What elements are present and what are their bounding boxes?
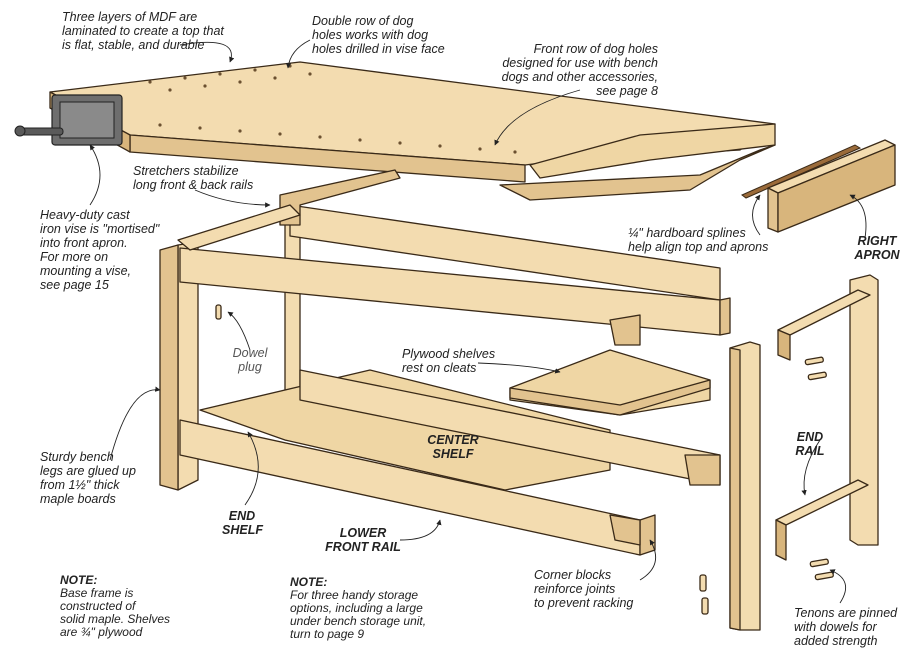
right-apron bbox=[767, 139, 896, 233]
note-storage: NOTE: For three handy storage options, i… bbox=[290, 575, 427, 641]
note-base-frame: NOTE: Base frame is constructed of solid… bbox=[60, 573, 171, 639]
label-corner-blocks: Corner blocks reinforce joints to preven… bbox=[534, 568, 634, 610]
label-lower-front-rail: LOWER FRONT RAIL bbox=[325, 526, 401, 554]
note-heading: NOTE: bbox=[60, 573, 98, 587]
label-end-shelf: END SHELF bbox=[222, 509, 263, 537]
label-plywood-shelves: Plywood shelves rest on cleats bbox=[402, 347, 496, 375]
label-splines: ¼" hardboard splines help align top and … bbox=[628, 226, 769, 254]
label-tenons: Tenons are pinned with dowels for added … bbox=[794, 606, 898, 648]
dowels bbox=[215, 304, 834, 615]
vise bbox=[14, 94, 123, 146]
label-mdf-top: Three layers of MDF are laminated to cre… bbox=[62, 10, 224, 52]
label-front-row: Front row of dog holes designed for use … bbox=[501, 42, 658, 98]
label-end-rail: END RAIL bbox=[795, 430, 825, 458]
hardboard-spline bbox=[741, 144, 862, 199]
label-double-row: Double row of dog holes works with dog h… bbox=[312, 14, 445, 56]
note-heading: NOTE: bbox=[290, 575, 328, 589]
leader-lines bbox=[89, 39, 867, 604]
right-end-assembly bbox=[215, 274, 879, 631]
label-dowel-plug: Dowel plug bbox=[232, 346, 268, 374]
base-frame bbox=[159, 169, 731, 556]
label-right-apron: RIGHT APRON bbox=[854, 234, 900, 262]
label-vise: Heavy-duty cast iron vise is "mortised" … bbox=[40, 208, 160, 292]
label-legs: Sturdy bench legs are glued up from 1½" … bbox=[40, 450, 136, 506]
label-center-shelf: CENTER SHELF bbox=[427, 433, 479, 461]
plywood-shelf-piece bbox=[509, 349, 711, 416]
label-stretchers: Stretchers stabilize long front & back r… bbox=[133, 164, 254, 192]
